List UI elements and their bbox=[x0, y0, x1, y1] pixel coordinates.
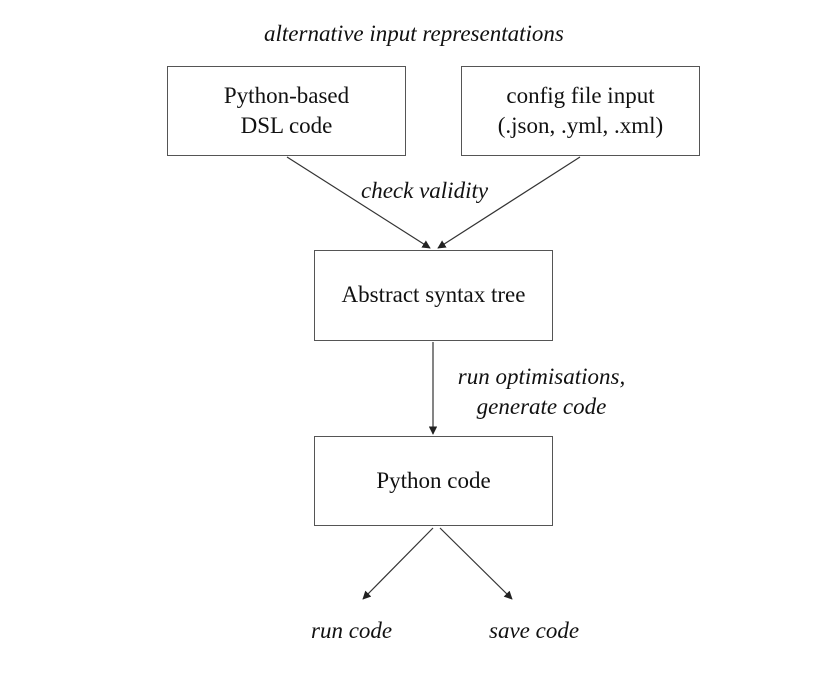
diagram-heading: alternative input representations bbox=[264, 21, 564, 46]
optimise-label-line1: run optimisations, bbox=[457, 364, 626, 389]
optimise-label-line2: generate code bbox=[476, 393, 607, 419]
arrow-dsl-to-ast bbox=[286, 156, 431, 249]
config-file-label-line1: config file input bbox=[506, 82, 655, 108]
abstract-syntax-tree-label: Abstract syntax tree bbox=[341, 282, 526, 308]
arrow-python-to-run bbox=[362, 527, 434, 600]
dsl-code-label-line1: Python-based bbox=[223, 82, 350, 108]
check-validity-label: check validity bbox=[361, 178, 489, 203]
config-file-label-line2: (.json, .yml, .xml) bbox=[497, 113, 664, 138]
arrow-python-to-save bbox=[439, 527, 513, 600]
optimise-generate-label: run optimisations, generate code bbox=[444, 362, 639, 422]
python-code-node: Python code bbox=[314, 436, 553, 526]
dsl-code-label-line2: DSL code bbox=[240, 113, 333, 138]
run-code-label: run code bbox=[311, 618, 393, 643]
arrow-config-to-ast bbox=[437, 156, 581, 249]
python-code-label: Python code bbox=[376, 467, 491, 493]
save-code-label: save code bbox=[489, 618, 580, 643]
abstract-syntax-tree-node: Abstract syntax tree bbox=[314, 250, 553, 341]
dsl-code-node: Python-based DSL code bbox=[167, 66, 406, 156]
config-file-node: config file input (.json, .yml, .xml) bbox=[461, 66, 700, 156]
